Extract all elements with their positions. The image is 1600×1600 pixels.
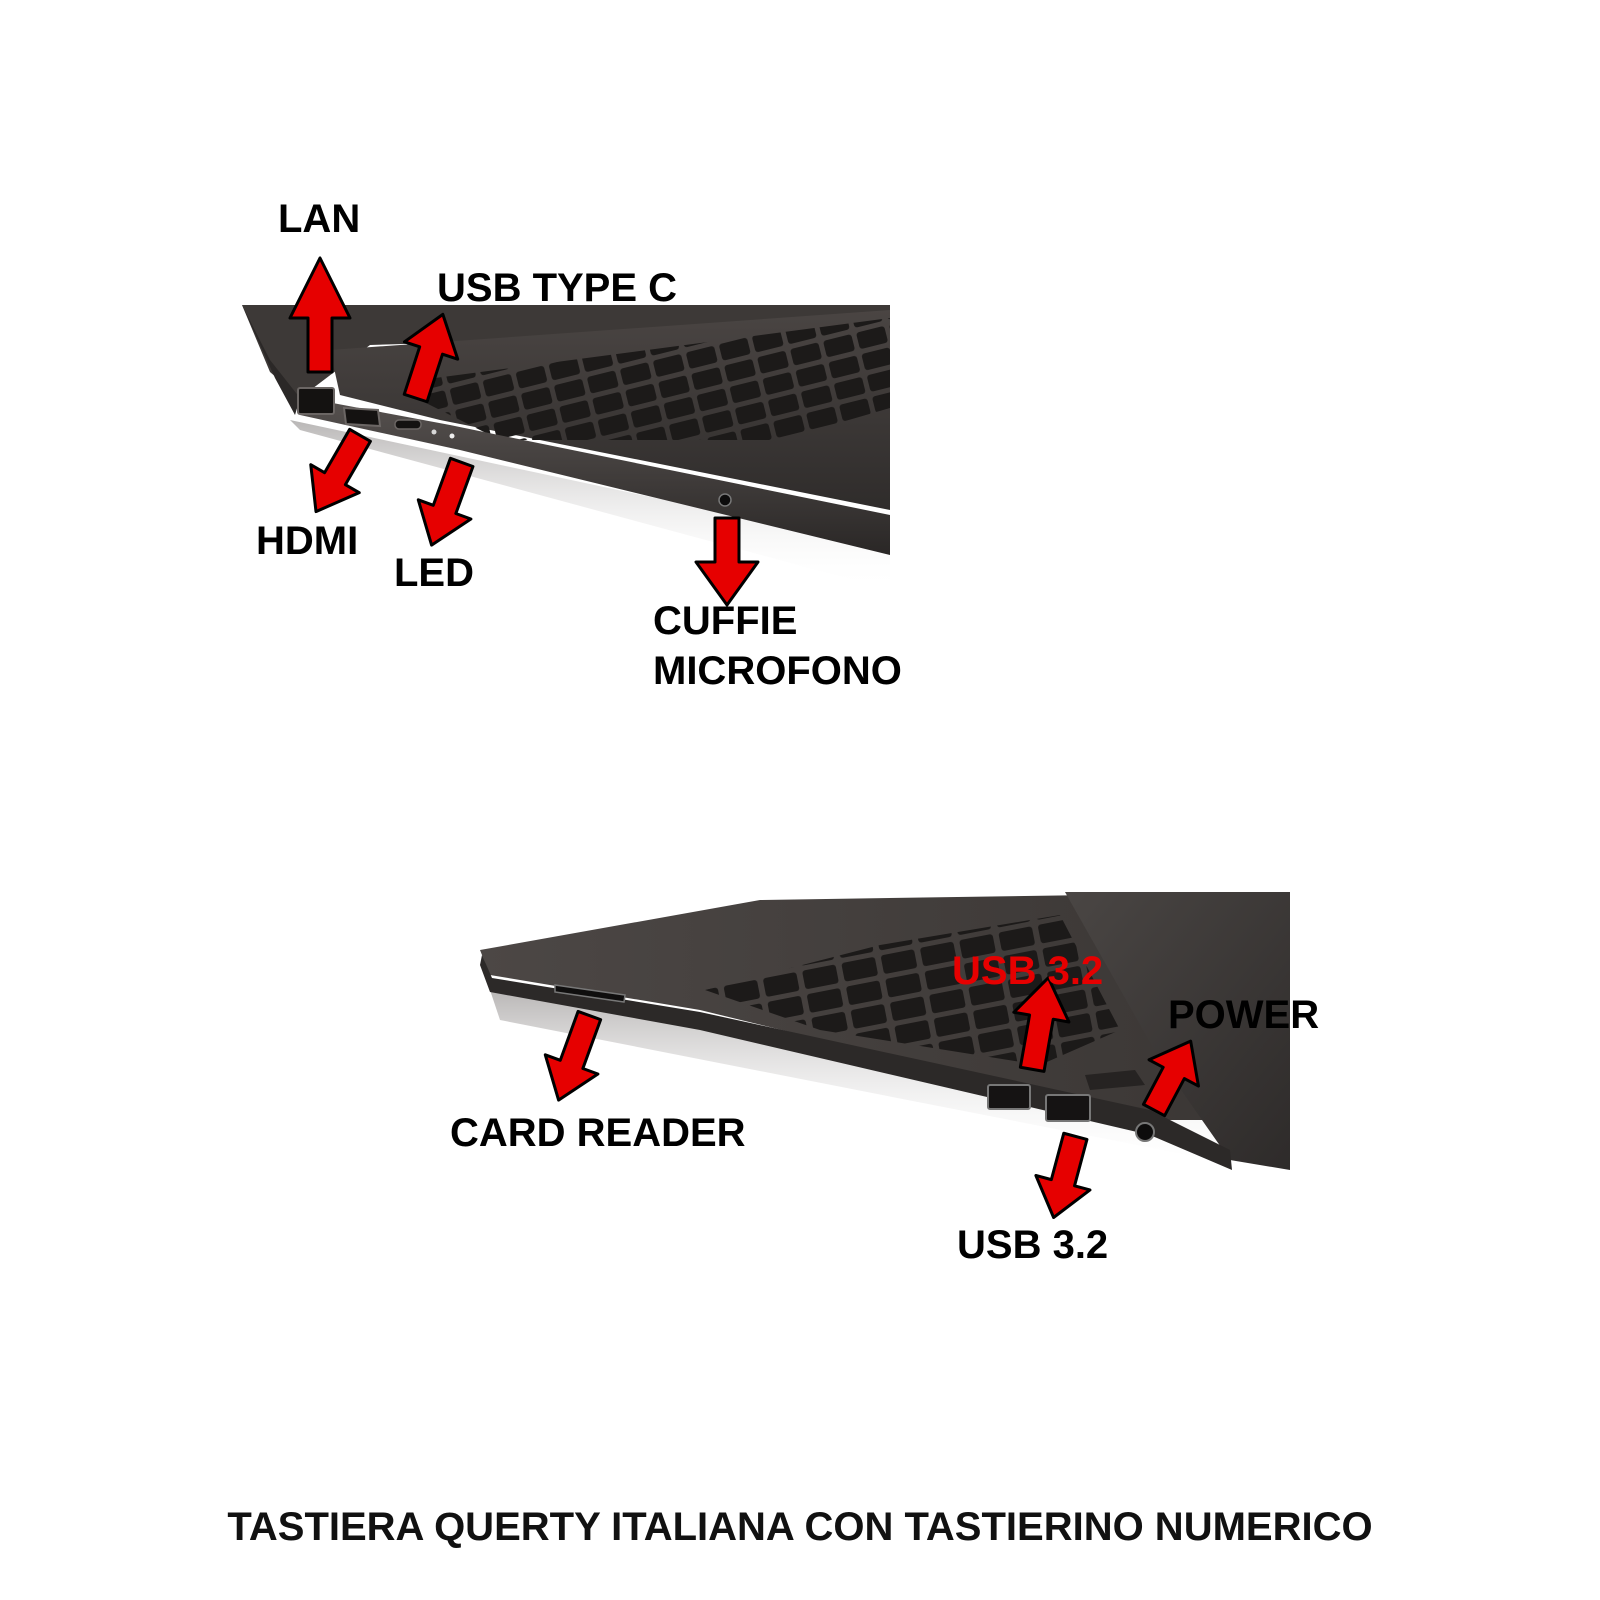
label-lan: LAN [278,197,361,241]
arrow-icon [309,427,372,514]
lan-port [297,387,335,415]
led-light [431,429,437,435]
label-usb32-bottom: USB 3.2 [957,1223,1109,1267]
label-usb-type-c: USB TYPE C [437,266,678,310]
arrow-icon [416,456,475,547]
arrow-icon [1141,1039,1200,1118]
arrow-icon [543,1009,603,1102]
usb-port-1 [987,1084,1031,1110]
arrow-icon [1012,976,1071,1073]
arrow-icon [402,312,460,404]
label-hdmi: HDMI [256,519,359,563]
audio-jack [718,493,732,507]
label-usb32-top: USB 3.2 [952,949,1104,993]
arrow-icon [694,516,760,607]
laptop-right-side [480,892,1290,1175]
label-power: POWER [1168,993,1320,1037]
power-jack [1135,1122,1155,1142]
label-led: LED [394,551,474,595]
label-microfono: MICROFONO [653,649,902,693]
label-cuffie: CUFFIE [653,599,798,643]
usb-port-2 [1045,1094,1091,1122]
card-reader-slot [554,984,626,1003]
usb-c-port [394,419,422,430]
arrows [288,256,1200,1220]
arrow-icon [288,256,352,374]
arrow-icon [1034,1131,1092,1220]
caption: TASTIERA QUERTY ITALIANA CON TASTIERINO … [227,1505,1373,1549]
hdmi-port [342,406,382,428]
label-card-reader: CARD READER [450,1111,746,1155]
